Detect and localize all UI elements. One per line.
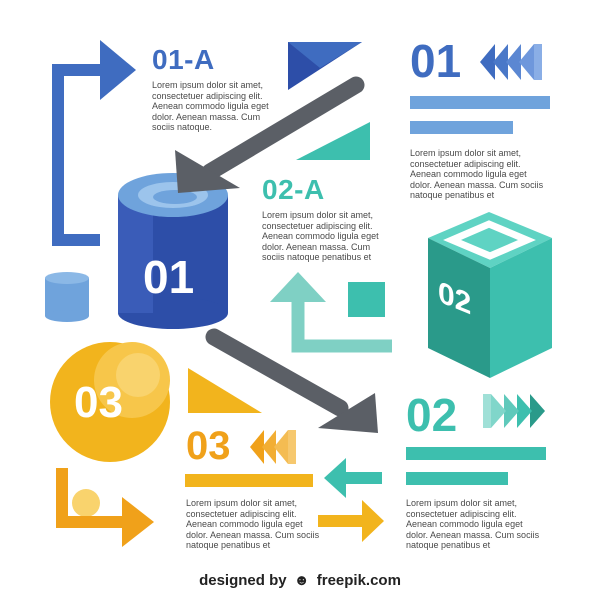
section-01-heading: 01 [410,35,462,87]
teal-bracket-arrow [270,272,392,353]
section-01a-body: Lorem ipsum dolor sit amet, consectetuer… [152,80,269,132]
section-02a-body: Lorem ipsum dolor sit amet, consectetuer… [262,210,379,262]
section-02-body: Lorem ipsum dolor sit amet, consectetuer… [406,498,540,550]
yellow-arrow-right [318,500,384,542]
chevrons-orange [250,430,296,464]
section-02a-heading: 02-A [262,174,325,205]
gray-arrow-bottom [205,328,378,433]
section-02-heading: 02 [406,389,458,441]
yellow-triangle [188,368,262,413]
teal-arrow-left [324,458,382,498]
blue-bar-short [410,121,513,134]
small-cylinder [45,272,89,322]
cylinder-label: 01 [143,251,195,303]
chevrons-blue [480,44,542,80]
teal-square [348,282,385,317]
yellow-bracket-arrow [56,468,154,547]
teal-bar-short [406,472,508,485]
teal-bar-long [406,447,546,460]
sphere-label: 03 [74,378,123,427]
chevrons-teal [483,394,545,428]
section-03-body: Lorem ipsum dolor sit amet, consectetuer… [186,498,320,550]
blue-bar-long [410,96,550,109]
teal-cube [428,212,552,378]
yellow-sphere [50,342,170,462]
footer-credit: designed by ☻ freepik.com [0,572,600,589]
section-01-body: Lorem ipsum dolor sit amet, consectetuer… [410,148,544,200]
yellow-bar [185,474,313,487]
blue-triangle-shade [288,42,362,68]
footer-brand[interactable]: freepik.com [316,572,401,589]
gray-arrow-top [175,76,365,193]
section-01a-heading: 01-A [152,44,215,75]
section-03-heading: 03 [186,424,231,468]
blue-bracket-arrow [52,40,136,246]
footer-prefix: designed by [199,572,287,589]
freepik-logo-icon: ☻ [293,572,310,589]
teal-triangle [296,122,370,160]
